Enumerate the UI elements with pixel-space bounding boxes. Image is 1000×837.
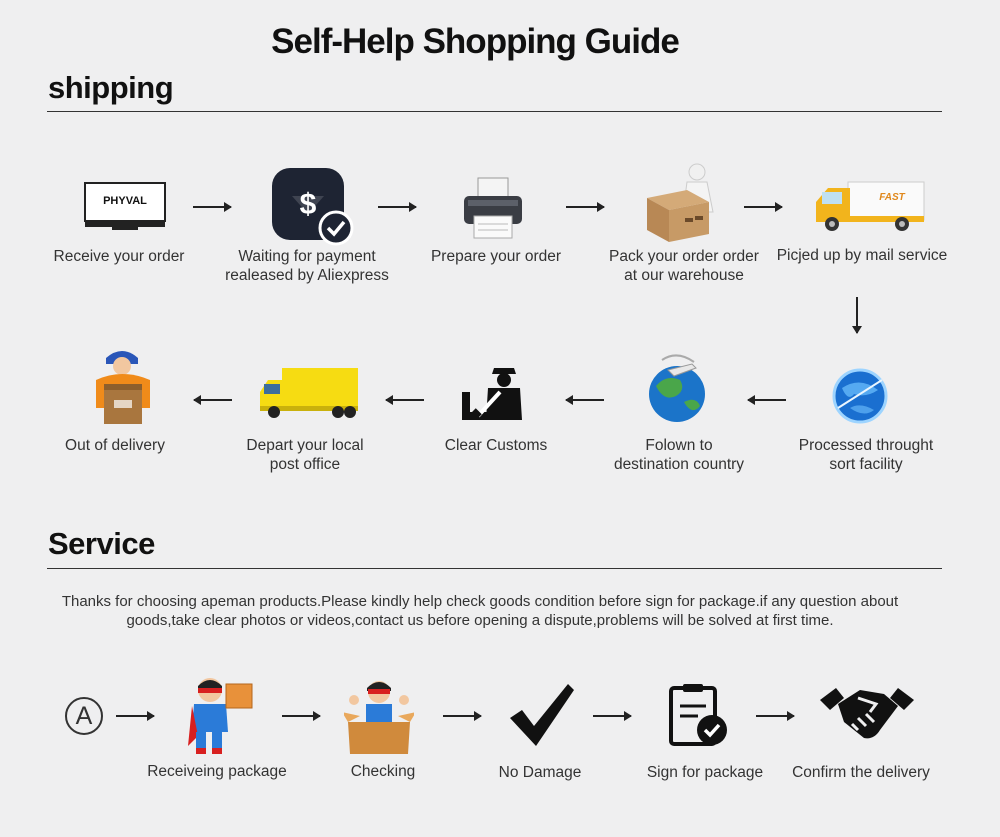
packing-box-icon bbox=[643, 162, 721, 244]
flow-arrow bbox=[566, 202, 605, 212]
hero-box-icon bbox=[342, 676, 416, 756]
flow-arrow bbox=[193, 202, 232, 212]
shipping-heading: shipping bbox=[48, 70, 174, 105]
monitor-icon: PHYVAL bbox=[84, 182, 166, 232]
flow-arrow bbox=[565, 395, 604, 405]
flow-arrow bbox=[593, 711, 632, 721]
dollar-payment-icon: $ bbox=[270, 166, 354, 246]
monitor-brand: PHYVAL bbox=[103, 195, 147, 207]
shipping-divider bbox=[47, 111, 942, 112]
flow-arrow bbox=[385, 395, 424, 405]
courier-icon bbox=[92, 344, 154, 426]
clipboard-check-icon bbox=[668, 682, 730, 748]
flow-arrow bbox=[116, 711, 155, 721]
step-label: Prepare your order bbox=[430, 248, 562, 265]
step-label: Checking bbox=[350, 763, 416, 780]
start-marker: A bbox=[65, 697, 103, 735]
flow-arrow-down bbox=[852, 297, 862, 334]
flow-arrow bbox=[744, 202, 783, 212]
step-label: Clear Customs bbox=[444, 437, 548, 454]
hero-package-icon bbox=[188, 676, 254, 756]
step-label: No Damage bbox=[498, 764, 582, 781]
yellow-truck-icon bbox=[258, 366, 360, 420]
van-text: FAST bbox=[879, 192, 905, 203]
service-divider bbox=[47, 568, 942, 569]
service-heading: Service bbox=[48, 526, 155, 561]
delivery-van-icon: FAST bbox=[814, 180, 926, 234]
flow-arrow bbox=[378, 202, 417, 212]
flow-arrow bbox=[747, 395, 786, 405]
globe-blue-icon bbox=[830, 368, 890, 426]
dollar-symbol: $ bbox=[300, 188, 317, 221]
page-title: Self-Help Shopping Guide bbox=[271, 22, 680, 61]
customs-officer-icon bbox=[458, 366, 524, 422]
step-label: Receive your order bbox=[53, 248, 185, 265]
handshake-icon bbox=[818, 684, 916, 746]
step-label: Out of delivery bbox=[65, 437, 165, 454]
step-label: Confirm the delivery bbox=[792, 764, 930, 781]
step-label: Sign for package bbox=[646, 764, 764, 781]
flow-arrow bbox=[282, 711, 321, 721]
step-label: Receiveing package bbox=[147, 763, 287, 780]
flow-arrow bbox=[443, 711, 482, 721]
step-label: Picjed up by mail service bbox=[776, 247, 948, 264]
checkmark-icon bbox=[508, 682, 576, 748]
service-note: Thanks for choosing apeman products.Plea… bbox=[61, 593, 899, 629]
flow-arrow bbox=[193, 395, 232, 405]
globe-plane-icon bbox=[640, 352, 714, 428]
printer-icon bbox=[462, 176, 524, 240]
flow-arrow bbox=[756, 711, 795, 721]
